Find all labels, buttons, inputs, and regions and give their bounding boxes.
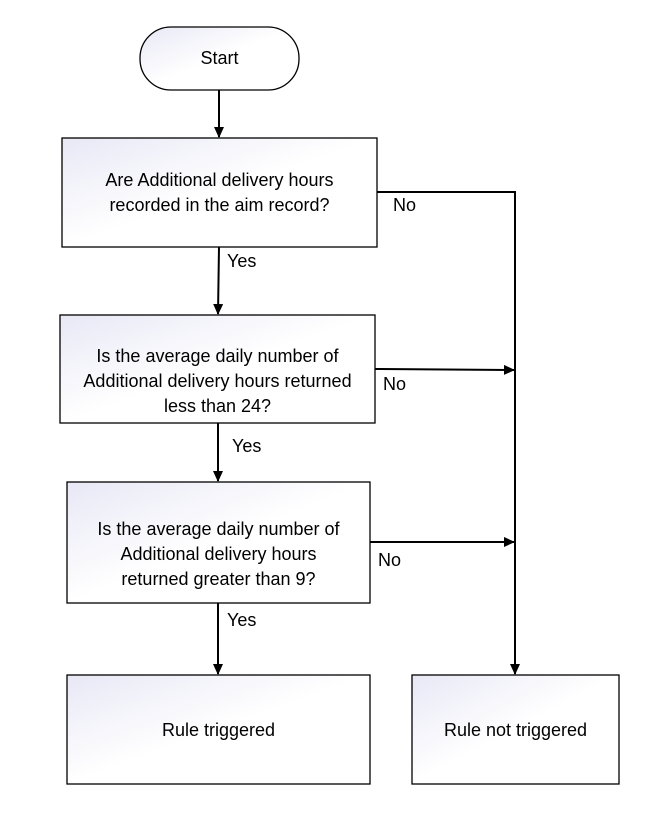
- edge-label-no-3: No: [378, 550, 401, 570]
- start-node: Start: [139, 26, 300, 91]
- arrow-decision-1-yes: [213, 246, 224, 315]
- arrow-decision-2-no: [374, 364, 515, 375]
- edge-label-no-2: No: [383, 374, 406, 394]
- decision-1-line-1: Are Additional delivery hours: [105, 170, 333, 190]
- edge-label-yes-2: Yes: [232, 436, 261, 456]
- edge-label-yes-1: Yes: [227, 251, 256, 271]
- start-label: Start: [200, 48, 238, 68]
- outcome-not-triggered-label: Rule not triggered: [444, 720, 587, 740]
- decision-average-less-than-24: Is the average daily number of Additiona…: [59, 314, 376, 424]
- outcome-rule-triggered: Rule triggered: [66, 674, 371, 785]
- decision-additional-hours-recorded: Are Additional delivery hours recorded i…: [61, 137, 378, 248]
- decision-3-line-1: Is the average daily number of: [97, 519, 340, 539]
- arrow-decision-1-no: [377, 191, 520, 675]
- edge-label-no-1: No: [393, 195, 416, 215]
- decision-average-greater-than-9: Is the average daily number of Additiona…: [66, 481, 371, 604]
- edge-label-yes-3: Yes: [227, 610, 256, 630]
- decision-1-line-2: recorded in the aim record?: [109, 195, 329, 215]
- decision-2-line-1: Is the average daily number of: [96, 346, 339, 366]
- decision-2-line-3: less than 24?: [164, 396, 271, 416]
- outcome-triggered-label: Rule triggered: [162, 720, 275, 740]
- decision-3-line-3: returned greater than 9?: [121, 569, 315, 589]
- outcome-rule-not-triggered: Rule not triggered: [411, 674, 620, 785]
- decision-2-line-2: Additional delivery hours returned: [83, 371, 351, 391]
- decision-3-line-2: Additional delivery hours: [120, 544, 316, 564]
